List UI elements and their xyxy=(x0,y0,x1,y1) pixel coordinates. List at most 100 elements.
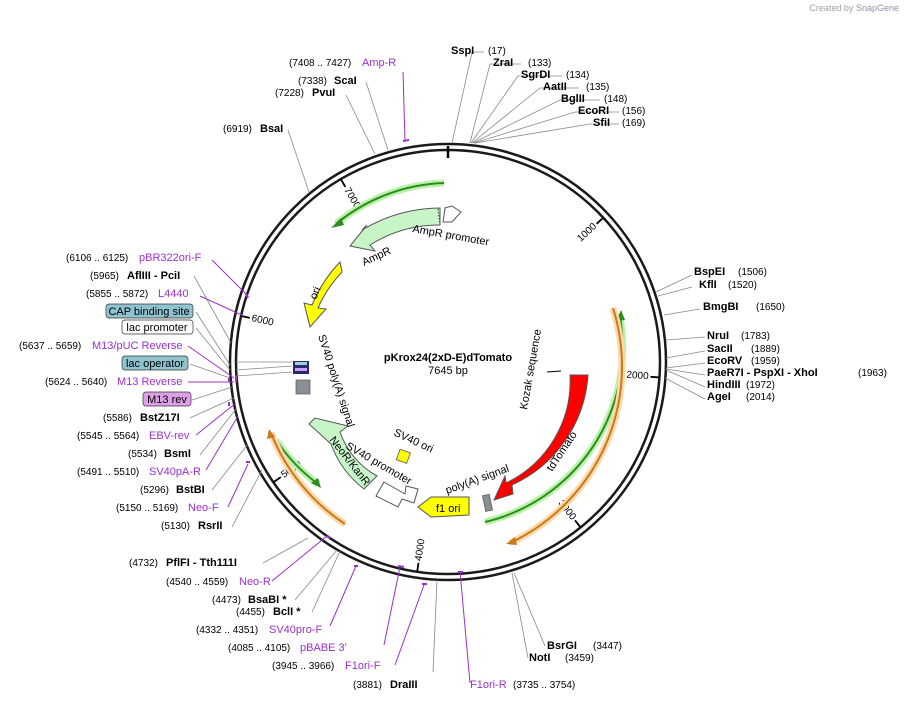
enzyme-position: (169) xyxy=(622,118,645,129)
label-kozak: Kozak sequence xyxy=(518,328,544,410)
primer-name: F1ori-R xyxy=(470,679,507,691)
primer-range: (5545 .. 5564) xyxy=(77,431,139,442)
primer-range: (5491 .. 5510) xyxy=(77,467,139,478)
orange-arcs xyxy=(267,306,626,547)
enzyme-position: (4473) xyxy=(212,595,241,606)
enzyme-position: (134) xyxy=(566,70,589,81)
lac-operator-label: lac operator xyxy=(126,358,184,370)
enzyme-label: DraIII xyxy=(390,679,418,691)
primer-range: (5624 .. 5640) xyxy=(45,377,107,388)
enzyme-label: PaeR7I - PspXI - XhoI xyxy=(707,367,818,379)
orange-arc-right xyxy=(509,307,623,544)
orange-arc-left xyxy=(270,432,346,525)
enzyme-position: (1972) xyxy=(746,380,775,391)
backbone-outer xyxy=(228,142,668,582)
enzyme-position: (4455) xyxy=(236,607,265,618)
primer-name: SV40pA-R xyxy=(149,466,201,478)
enzyme-position: (5586) xyxy=(103,413,132,424)
enzyme-leaders xyxy=(189,51,706,673)
enzyme-position: (1783) xyxy=(741,331,770,342)
enzyme-position: (1959) xyxy=(751,356,780,367)
primer-labels: (7408 .. 7427) Amp-R (6106 .. 6125) pBR3… xyxy=(19,57,575,691)
enzyme-label: BglII xyxy=(561,93,585,105)
enzyme-label: KflI xyxy=(699,279,717,291)
enzyme-position: (5296) xyxy=(140,485,169,496)
tick-mark xyxy=(574,519,582,528)
plasmid-length: 7645 bp xyxy=(428,365,468,377)
lac-block-stripe-1 xyxy=(295,362,307,365)
enzyme-position: (133) xyxy=(528,58,551,69)
primer-name: M13/pUC Reverse xyxy=(92,340,182,352)
enzyme-label: ZraI xyxy=(493,57,513,69)
enzyme-position: (1963) xyxy=(858,368,887,379)
primer-range: (5855 .. 5872) xyxy=(86,289,148,300)
primer-name: L4440 xyxy=(158,288,189,300)
snapgene-watermark: Created by SnapGene xyxy=(809,3,899,13)
primer-range: (7408 .. 7427) xyxy=(289,58,351,69)
enzyme-label: BspEI xyxy=(694,266,725,278)
f1ori-arrow xyxy=(417,496,470,518)
tick-label: 6000 xyxy=(250,313,275,329)
enzyme-label: EcoRV xyxy=(707,355,743,367)
orf-arc-ampr-head xyxy=(331,218,344,228)
cap-binding-label: CAP binding site xyxy=(108,306,189,318)
enzyme-label: SacII xyxy=(707,343,733,355)
enzyme-label: BclI * xyxy=(273,606,301,618)
primer-range: (5150 .. 5169) xyxy=(116,503,178,514)
enzyme-position: (7228) xyxy=(275,88,304,99)
enzyme-label: EcoRI xyxy=(578,105,609,117)
m13-rev-box xyxy=(142,391,192,407)
tick-mark xyxy=(596,216,604,225)
ori-arrow xyxy=(303,260,343,329)
enzyme-position: (5965) xyxy=(90,271,119,282)
ampr-arrow xyxy=(349,207,441,252)
enzyme-label: SspI xyxy=(451,45,474,57)
sv40-promoter-arrow xyxy=(375,481,419,508)
tick-mark xyxy=(340,178,347,188)
lac-promoter-box xyxy=(121,319,194,335)
primer-name: M13 Reverse xyxy=(117,376,182,388)
primer-range: (4085 .. 4105) xyxy=(228,643,290,654)
primer-range: (5637 .. 5659) xyxy=(19,341,81,352)
enzyme-label: NotI xyxy=(529,652,550,664)
primer-range: (3945 .. 3966) xyxy=(272,661,334,672)
enzyme-label: NruI xyxy=(707,330,729,342)
primer-name: Amp-R xyxy=(362,57,396,69)
enzyme-label: ScaI xyxy=(334,75,357,87)
watermark-brand: SnapGene xyxy=(855,3,899,13)
primer-range: (4540 .. 4559) xyxy=(166,577,228,588)
enzyme-label: BsaBI * xyxy=(248,594,287,606)
tick-mark xyxy=(650,375,660,379)
tick-mark xyxy=(240,315,251,319)
enzyme-position: (4732) xyxy=(129,558,158,569)
tick-mark xyxy=(416,562,420,572)
label-f1ori: f1 ori xyxy=(436,503,460,515)
tick-label: 1000 xyxy=(575,221,599,245)
lac-leaders xyxy=(189,311,293,401)
enzyme-label: PflFI - Tth111I xyxy=(166,557,237,569)
tdtomato-arrow xyxy=(493,374,589,501)
enzyme-position: (156) xyxy=(622,106,645,117)
enzyme-position: (17) xyxy=(488,46,506,57)
enzyme-label: PvuI xyxy=(312,87,335,99)
primer-name: pBABE 3' xyxy=(300,642,347,654)
label-sv40-ori: SV40 ori xyxy=(392,427,435,456)
primer-range: (6106 .. 6125) xyxy=(66,253,128,264)
watermark-prefix: Created by xyxy=(809,3,854,13)
primer-range: (3735 .. 3754) xyxy=(513,680,575,691)
primer-name: Neo-F xyxy=(188,502,219,514)
ampr-dashed-boundary xyxy=(437,208,441,225)
enzyme-position: (1889) xyxy=(751,344,780,355)
orf-arc-neo-head xyxy=(311,478,321,488)
lac-promoter-label: lac promoter xyxy=(126,322,187,334)
enzyme-label: BstBI xyxy=(176,484,205,496)
kozak-marker xyxy=(546,370,562,373)
enzyme-position: (3881) xyxy=(353,680,382,691)
tick-label: 4000 xyxy=(413,538,427,562)
enzyme-label: AatII xyxy=(543,81,567,93)
enzyme-label: BsrGI xyxy=(547,640,577,652)
primer-name: F1ori-F xyxy=(345,660,381,672)
plasmid-name: pKrox24(2xD-E)dTomato xyxy=(384,352,512,364)
enzyme-label: AgeI xyxy=(707,391,731,403)
